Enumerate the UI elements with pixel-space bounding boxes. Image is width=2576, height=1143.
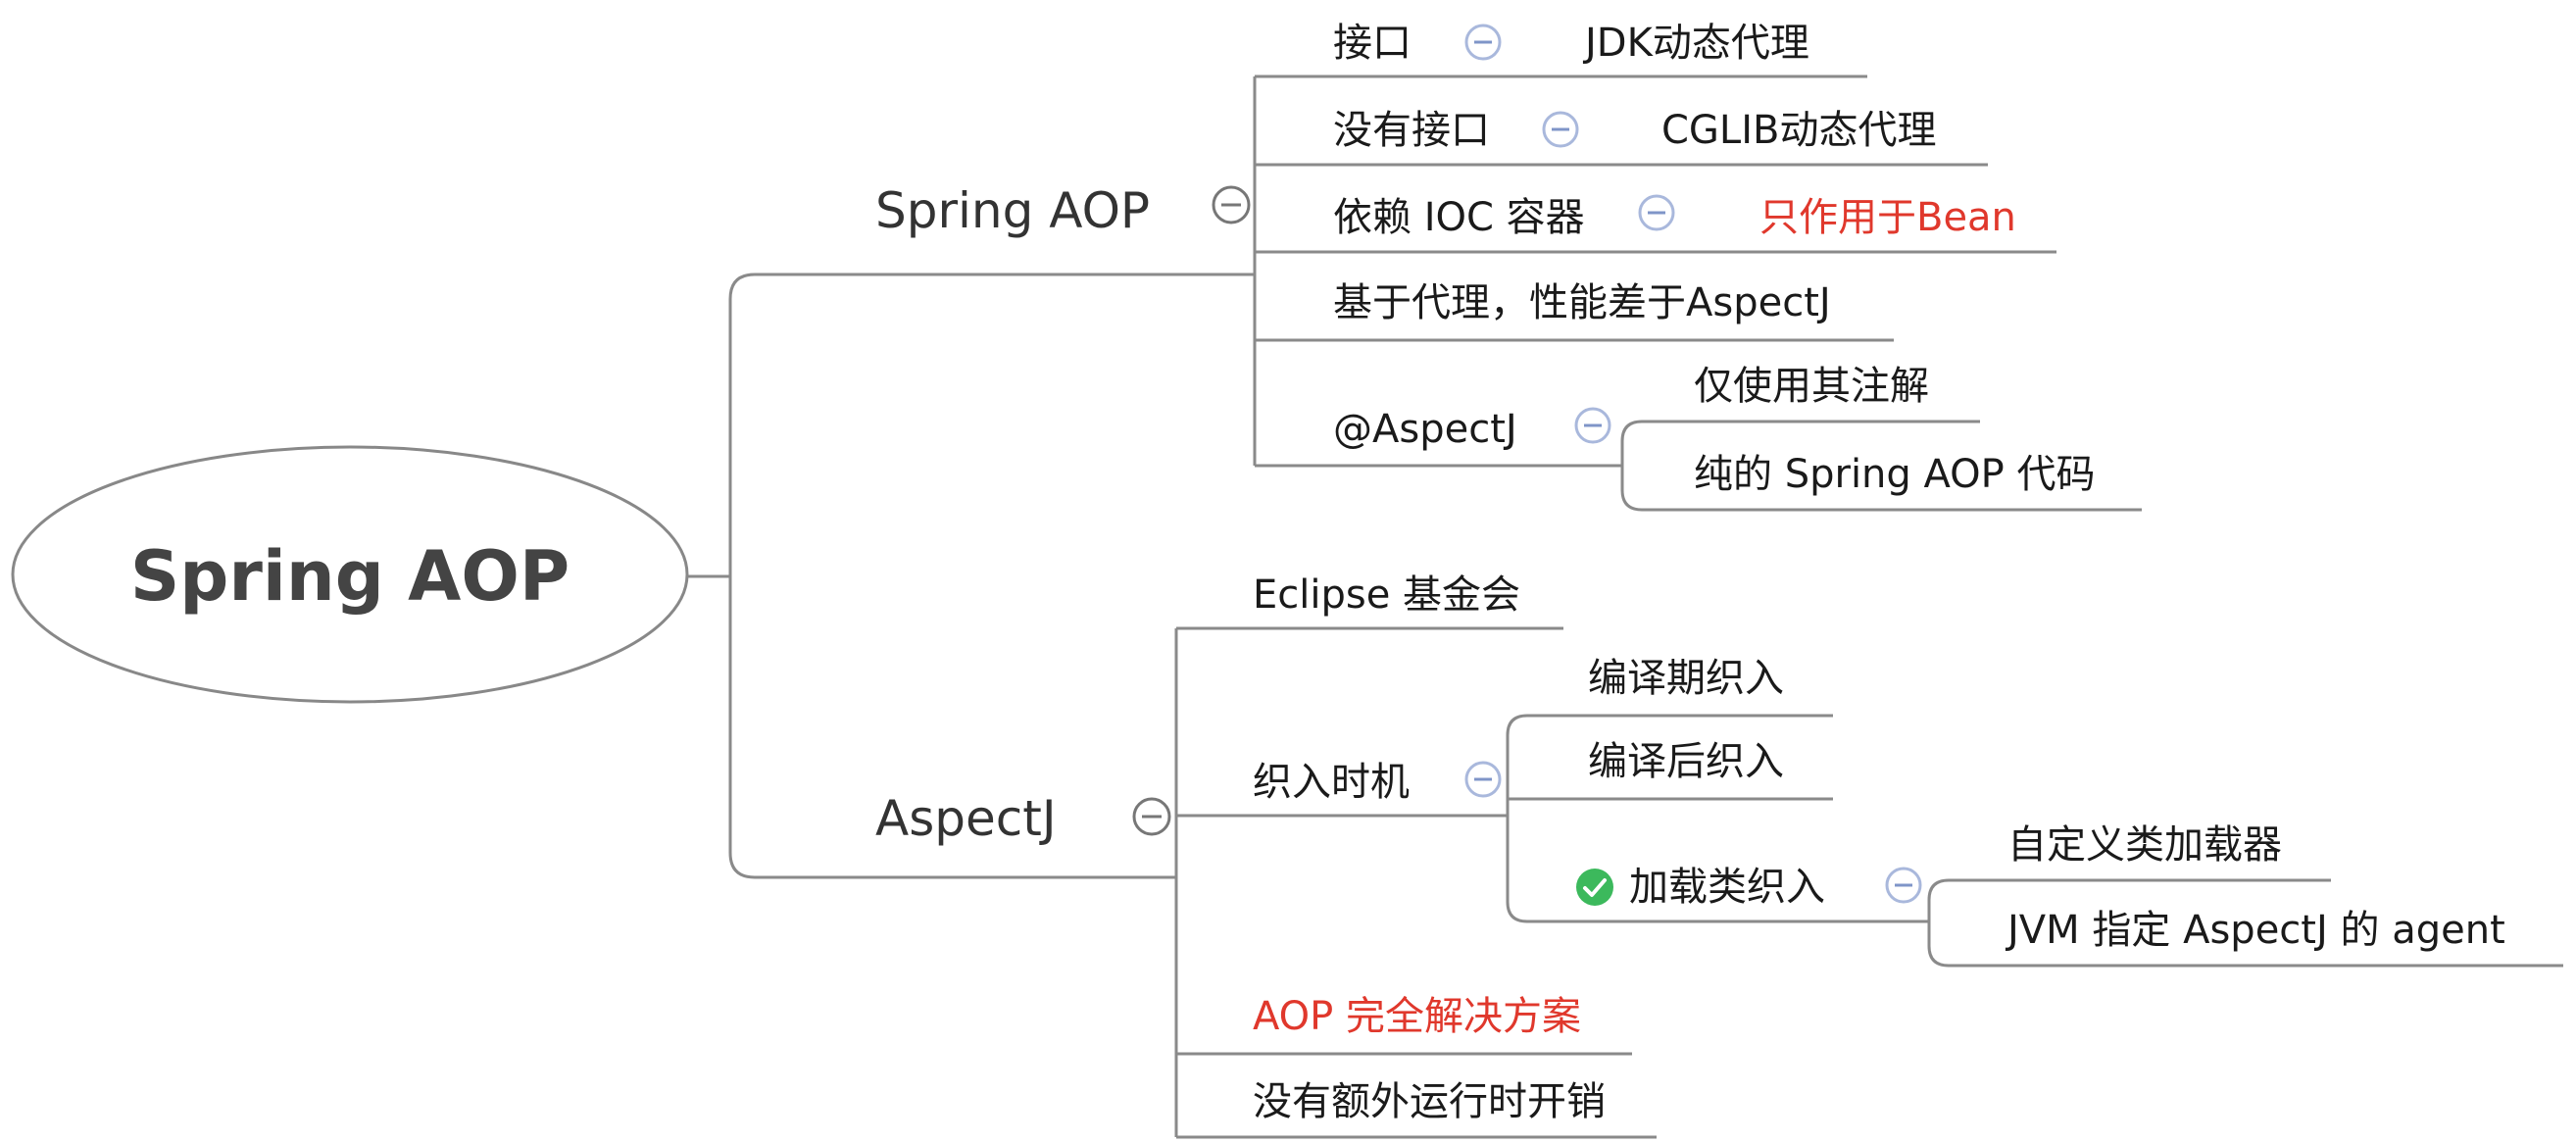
check-circle-icon — [1576, 869, 1613, 906]
node-eclipse-foundation[interactable]: Eclipse 基金会 — [1253, 572, 1520, 618]
collapse-icon[interactable] — [1542, 111, 1579, 148]
node-no-interface[interactable]: 没有接口 — [1333, 108, 1490, 153]
collapse-icon[interactable] — [1464, 24, 1502, 61]
root-node-label: Spring AOP — [130, 536, 570, 617]
branch-spring-aop-label[interactable]: Spring AOP — [875, 182, 1150, 239]
root-node-ellipse[interactable] — [11, 445, 689, 704]
node-annotation-only[interactable]: 仅使用其注解 — [1694, 364, 1929, 409]
branch-aspectj-label[interactable]: AspectJ — [875, 790, 1057, 847]
node-jdk-dynamic-proxy[interactable]: JDK动态代理 — [1582, 21, 1809, 66]
node-jvm-aspectj-agent[interactable]: JVM 指定 AspectJ 的 agent — [2005, 908, 2505, 953]
collapse-icon[interactable] — [1638, 194, 1675, 231]
node-interface[interactable]: 接口 — [1333, 21, 1412, 66]
node-post-compile-weaving[interactable]: 编译后织入 — [1588, 739, 1784, 784]
collapse-icon[interactable] — [1212, 185, 1251, 224]
node-no-runtime-overhead[interactable]: 没有额外运行时开销 — [1253, 1079, 1606, 1124]
node-weaving-timing[interactable]: 织入时机 — [1253, 760, 1410, 805]
node-aspectj-annotation[interactable]: @AspectJ — [1333, 407, 1517, 452]
collapse-icon[interactable] — [1464, 761, 1502, 798]
collapse-icon[interactable] — [1574, 407, 1611, 444]
node-pure-spring-aop-code[interactable]: 纯的 Spring AOP 代码 — [1694, 452, 2096, 497]
node-cglib-dynamic-proxy[interactable]: CGLIB动态代理 — [1661, 108, 1936, 153]
node-depends-ioc[interactable]: 依赖 IOC 容器 — [1333, 195, 1585, 240]
node-compile-time-weaving[interactable]: 编译期织入 — [1588, 656, 1784, 701]
node-custom-classloader[interactable]: 自定义类加载器 — [2007, 822, 2282, 868]
connector-lines — [688, 75, 2563, 1139]
node-load-time-weaving[interactable]: 加载类织入 — [1629, 865, 1825, 910]
collapse-icon[interactable] — [1885, 867, 1922, 904]
node-proxy-based[interactable]: 基于代理，性能差于AspectJ — [1333, 280, 1831, 325]
node-bean-only[interactable]: 只作用于Bean — [1759, 195, 2016, 240]
collapse-icon[interactable] — [1132, 797, 1171, 836]
node-complete-aop-solution[interactable]: AOP 完全解决方案 — [1253, 994, 1581, 1039]
